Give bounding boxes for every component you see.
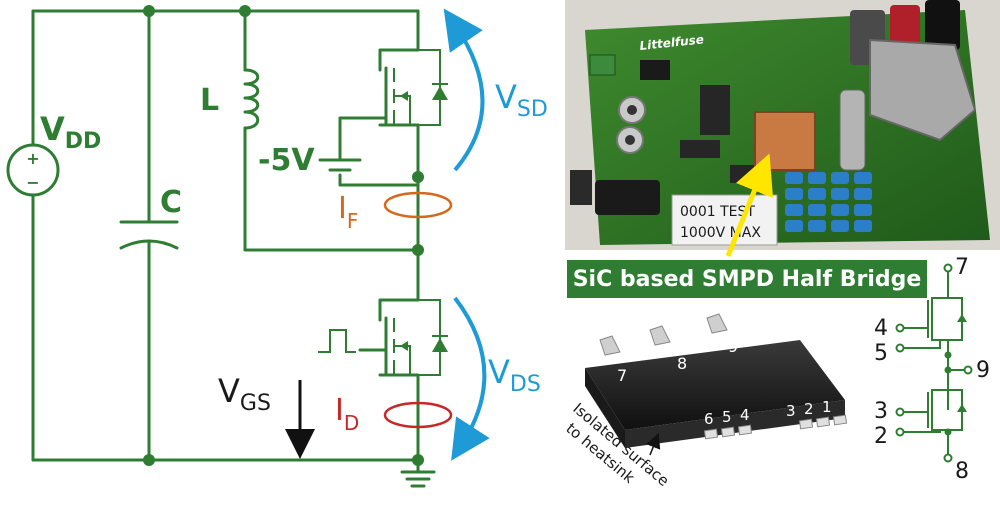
gate-bias-battery <box>318 143 420 187</box>
gate-pulse-icon <box>318 329 356 353</box>
gate-bias-label: -5V <box>258 143 315 178</box>
package-top <box>585 340 845 430</box>
terminal-block <box>589 54 616 76</box>
source-minus: − <box>26 173 39 192</box>
capacitor-bank <box>785 172 872 232</box>
source-plus: + <box>26 149 39 168</box>
if-current-loop <box>383 191 453 219</box>
junction-dot <box>143 454 155 466</box>
junction-dot <box>143 5 155 17</box>
pkg-pin-9: 9 <box>728 337 738 356</box>
pkg-pin-2: 2 <box>804 400 814 418</box>
pkg-pin-3: 3 <box>786 402 796 420</box>
vsd-arrow <box>443 8 485 172</box>
ground-icon <box>400 470 436 488</box>
junction-dot <box>944 366 952 374</box>
pkg-pin-1: 1 <box>822 398 832 416</box>
id-label: ID <box>335 393 359 435</box>
ic-chip <box>700 85 730 135</box>
capacitor-label: C <box>160 185 182 220</box>
board-text-1: 0001 TEST <box>680 204 755 220</box>
pkg-pin-6: 6 <box>704 410 714 428</box>
vsd-label: VSD <box>495 78 548 122</box>
pin-top <box>599 335 621 356</box>
pin-top <box>706 313 728 334</box>
pin-top <box>649 325 671 346</box>
sch-pin-3: 3 <box>874 399 888 424</box>
bnc-center <box>625 135 635 145</box>
upper-mosfet-symbol <box>338 48 448 147</box>
package-drawing: 7 8 9 6 5 4 3 2 1 Isolated surface to he… <box>562 313 848 490</box>
banana-jack <box>925 0 960 50</box>
board-text-2: 1000V MAX <box>680 225 761 241</box>
ic-chip <box>680 140 720 158</box>
probe-barrel <box>839 89 866 171</box>
circuit-schematic: + − VDD C L <box>6 5 548 488</box>
lower-mosfet-symbol <box>358 298 448 382</box>
caption-box <box>567 260 927 298</box>
vdd-label: VDD <box>40 110 101 154</box>
sch-pin-7: 7 <box>955 255 969 280</box>
pin-node <box>943 263 953 273</box>
junction-dot <box>239 5 251 17</box>
vds-label: VDS <box>488 353 541 397</box>
inductor-wire <box>243 9 420 252</box>
id-current-loop <box>383 401 453 429</box>
board-photo: Littelfuse <box>565 0 1000 257</box>
junction-dot <box>944 351 952 359</box>
inductor-label: L <box>200 83 219 118</box>
sch-pin-5: 5 <box>874 341 888 366</box>
capacitor-symbol <box>119 220 179 250</box>
ic-chip <box>640 60 670 80</box>
if-label: IF <box>338 191 358 233</box>
sch-pin-8: 8 <box>955 459 969 484</box>
photo-caption: SiC based SMPD Half Bridge <box>573 267 922 292</box>
junction-dot <box>412 171 424 183</box>
sch-pin-9: 9 <box>976 358 990 383</box>
junction-dot <box>412 454 424 466</box>
sch-pin-2: 2 <box>874 424 888 449</box>
package-side-front <box>625 400 845 448</box>
pointer-arrow <box>725 153 774 257</box>
junction-dot <box>944 428 952 436</box>
pin-node <box>943 453 953 463</box>
sch-pin-4: 4 <box>874 316 888 341</box>
junction-dot <box>412 244 424 256</box>
relay-block <box>595 180 660 215</box>
vgs-label: VGS <box>218 372 271 416</box>
package-side-left <box>585 368 625 448</box>
inductor-symbol <box>243 68 260 130</box>
pkg-pin-7: 7 <box>617 366 627 385</box>
bnc-adapter <box>869 38 977 142</box>
board-brand: Littelfuse <box>639 32 705 53</box>
voltage-source-symbol: + − <box>6 143 60 197</box>
side-connector <box>570 170 592 205</box>
pinout-schematic: 7 4 5 9 3 2 8 <box>874 255 990 484</box>
vds-arrow <box>451 296 490 461</box>
bottom-pins <box>703 414 848 440</box>
surface-arrow <box>646 433 661 456</box>
pkg-pin-5: 5 <box>722 408 732 426</box>
pkg-pin-4: 4 <box>740 406 750 424</box>
test-label-sticker <box>671 194 778 246</box>
bnc-center <box>627 105 637 115</box>
smpd-module <box>754 111 816 171</box>
pkg-pin-8: 8 <box>677 354 687 373</box>
